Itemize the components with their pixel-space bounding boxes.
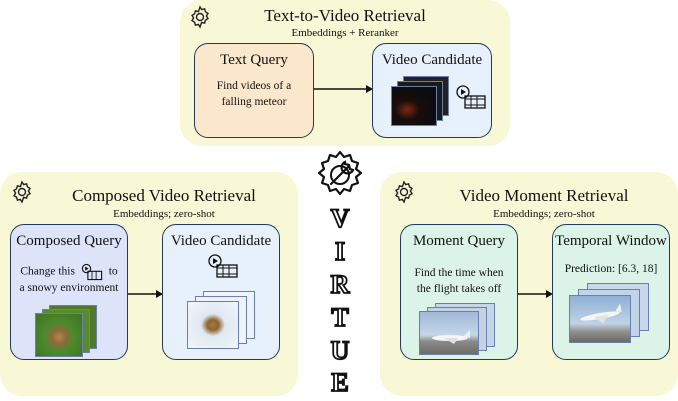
t2v-title: Text-to-Video Retrieval xyxy=(264,6,426,25)
virtue-letter-u: U xyxy=(330,335,351,366)
t2v-subtitle: Embeddings + Reranker xyxy=(291,27,399,39)
meteor-image xyxy=(391,86,437,126)
moment-query-text-line1: Find the time when xyxy=(414,267,504,279)
composed-query-text-line2: a snowy environment xyxy=(19,282,119,294)
virtue-letter-t: T xyxy=(330,302,349,333)
virtue-letter-i: I xyxy=(334,236,346,267)
composed-query-text-b: to xyxy=(108,265,118,278)
film-icon xyxy=(208,254,238,278)
gear-icon xyxy=(191,5,209,29)
virtue-letter-e: E xyxy=(330,367,349,398)
snow-pug-video-stack xyxy=(187,291,261,353)
film-icon xyxy=(456,85,486,109)
composed-query-title: Composed Query xyxy=(16,233,122,249)
t2v-panel: Text-to-Video Retrieval Embeddings + Rer… xyxy=(180,0,510,146)
pug-video-stack xyxy=(35,305,105,359)
wrench-gear-icon xyxy=(317,150,363,196)
composed-query-line1: Change this to xyxy=(11,262,127,282)
flight-query-video-stack xyxy=(419,303,499,359)
snow-pug-image xyxy=(187,301,239,349)
composed-query-text-a: Change this xyxy=(20,265,75,278)
text-query-text-line2: falling meteor xyxy=(221,96,287,108)
text-query-box: Text Query Find videos of a falling mete… xyxy=(194,43,314,138)
airplane-takeoff-image xyxy=(569,295,631,343)
vmr-subtitle: Embeddings; zero-shot xyxy=(493,208,595,220)
prediction-text: Prediction: [6.3, 18] xyxy=(564,263,658,275)
cvr-video-candidate-title: Video Candidate xyxy=(170,233,272,249)
meteor-video-stack xyxy=(391,76,451,132)
flight-window-video-stack xyxy=(569,283,653,351)
cvr-panel: Composed Video Retrieval Embeddings; zer… xyxy=(0,172,298,396)
vmr-title: Video Moment Retrieval xyxy=(459,186,629,205)
moment-query-text-line2: the flight takes off xyxy=(416,283,502,295)
cvr-video-candidate-box: Video Candidate xyxy=(162,224,280,360)
text-query-title: Text Query xyxy=(220,52,288,68)
film-icon xyxy=(81,263,103,281)
virtue-letter-v: V xyxy=(330,203,351,234)
airplane-icon xyxy=(580,303,622,324)
virtue-letter-r: R xyxy=(330,269,351,300)
cvr-subtitle: Embeddings; zero-shot xyxy=(113,208,215,220)
gear-icon xyxy=(13,180,31,204)
pug-image xyxy=(35,313,83,357)
cvr-title: Composed Video Retrieval xyxy=(72,186,256,205)
temporal-window-title: Temporal Window xyxy=(555,233,667,249)
t2v-video-candidate-box: Video Candidate xyxy=(372,43,492,138)
composed-query-box: Composed Query Change this to a snowy en… xyxy=(10,224,128,360)
moment-query-title: Moment Query xyxy=(412,233,506,249)
t2v-arrow xyxy=(314,85,373,93)
airplane-icon xyxy=(432,330,470,344)
vmr-arrow xyxy=(518,290,553,298)
vmr-panel: Video Moment Retrieval Embeddings; zero-… xyxy=(380,172,678,396)
moment-query-box: Moment Query Find the time when the flig… xyxy=(400,224,518,360)
gear-icon xyxy=(395,180,413,204)
text-query-text-line1: Find videos of a xyxy=(216,80,292,92)
temporal-window-box: Temporal Window Prediction: [6.3, 18] xyxy=(552,224,670,360)
cvr-arrow xyxy=(128,290,163,298)
t2v-video-candidate-title: Video Candidate xyxy=(381,52,483,68)
airplane-image xyxy=(419,311,479,355)
